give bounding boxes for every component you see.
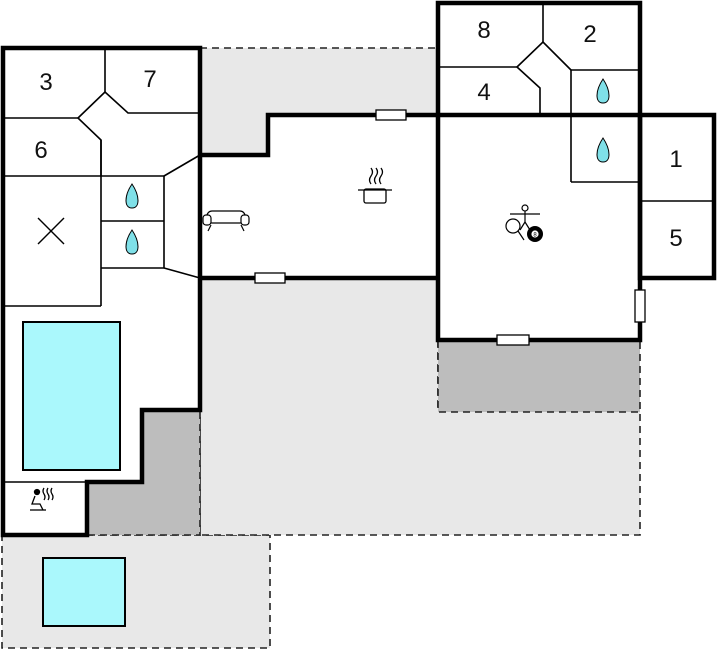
room-label-3: 3 xyxy=(39,69,52,96)
cooking-pot-icon xyxy=(358,167,392,204)
table-football-icon xyxy=(510,204,540,231)
room-label-1: 1 xyxy=(669,146,682,173)
indoor-pool xyxy=(22,321,121,471)
water-drop-icon xyxy=(596,137,610,163)
partitions xyxy=(3,3,714,483)
sofa-icon xyxy=(202,210,250,232)
room-label-7: 7 xyxy=(143,66,156,93)
sauna-icon xyxy=(30,487,54,511)
covered-terrace-east xyxy=(437,339,641,413)
room-label-2: 2 xyxy=(583,21,596,48)
water-drop-icon xyxy=(125,229,139,255)
building-north xyxy=(437,2,641,116)
outdoor-pool xyxy=(42,557,126,627)
exterior-walls xyxy=(0,0,717,538)
water-drop-icon xyxy=(125,183,139,209)
room-label-5: 5 xyxy=(669,225,682,252)
window xyxy=(496,334,530,346)
billiard-ball-number: 8 xyxy=(533,233,537,239)
window xyxy=(375,109,407,121)
terrace-south xyxy=(199,277,641,536)
table-tennis-icon xyxy=(505,218,525,241)
room-label-4: 4 xyxy=(477,79,490,106)
room-label-6: 6 xyxy=(34,137,47,164)
room-label-8: 8 xyxy=(477,17,490,44)
building-east xyxy=(639,114,715,279)
billiard-ball-icon: 8 xyxy=(527,226,543,242)
cross-icon xyxy=(37,217,65,245)
water-drop-icon xyxy=(596,78,610,104)
window xyxy=(254,272,286,284)
window xyxy=(634,289,646,323)
